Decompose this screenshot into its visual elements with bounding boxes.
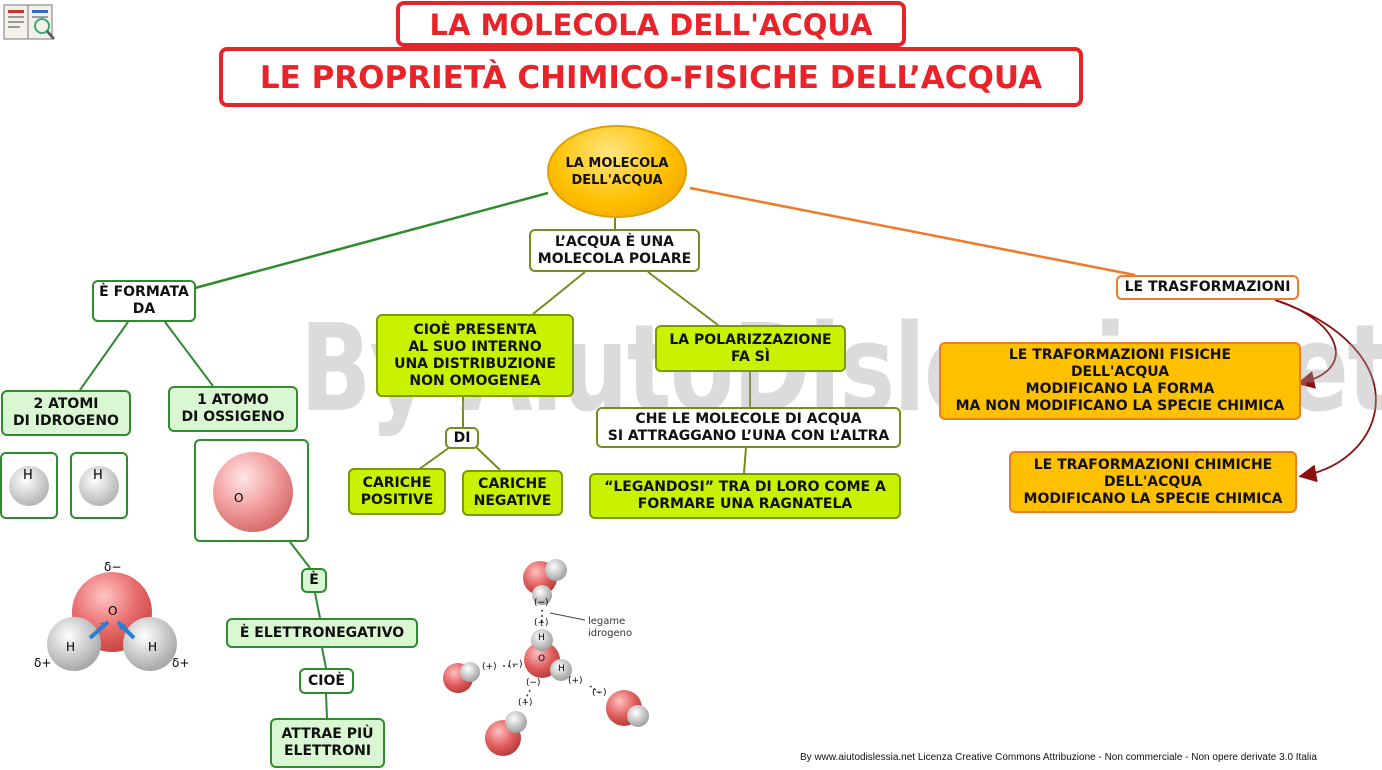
delta-plus-right-label: δ+ xyxy=(172,656,190,670)
node-trasformazioni[interactable]: LE TRASFORMAZIONI xyxy=(1116,275,1299,300)
center-h-label: H xyxy=(538,633,545,643)
node-molecola-polare[interactable]: L’ACQUA È UNA MOLECOLA POLARE xyxy=(529,229,700,272)
charge-minus-right: (−) xyxy=(592,688,607,698)
node-elettronegativo[interactable]: È ELETTRONEGATIVO xyxy=(226,618,418,648)
node-di[interactable]: DI xyxy=(445,427,479,449)
node-attraggano[interactable]: CHE LE MOLECOLE DI ACQUA SI ATTRAGGANO L… xyxy=(596,407,901,448)
node-distribuzione[interactable]: CIOÈ PRESENTA AL SUO INTERNO UNA DISTRIB… xyxy=(376,314,574,397)
oxygen-label: O xyxy=(108,604,118,618)
oxygen-atom-card: O xyxy=(194,439,309,542)
node-idrogeno[interactable]: 2 ATOMI DI IDROGENO xyxy=(1,390,131,436)
hydrogen-atom-card-1: H xyxy=(0,452,58,519)
node-attrae[interactable]: ATTRAE PIÙ ELETTRONI xyxy=(270,718,385,768)
hydrogen-atom-card-2: H xyxy=(70,452,128,519)
title-line-1: LA MOLECOLA DELL'ACQUA xyxy=(396,1,906,47)
central-node-label: LA MOLECOLA DELL'ACQUA xyxy=(565,155,669,188)
node-trasformazioni-chimiche[interactable]: LE TRAFORMAZIONI CHIMICHE DELL'ACQUA MOD… xyxy=(1009,451,1297,513)
title-line-2: LE PROPRIETÀ CHIMICO-FISICHE DELL’ACQUA xyxy=(219,47,1083,107)
node-formata-da[interactable]: È FORMATA DA xyxy=(92,280,196,322)
node-ossigeno[interactable]: 1 ATOMO DI OSSIGENO xyxy=(168,386,298,432)
legame-label: legame xyxy=(588,616,626,627)
hydrogen-label: H xyxy=(23,468,33,483)
book-logo-icon[interactable] xyxy=(2,2,58,44)
node-e[interactable]: È xyxy=(301,568,327,593)
oxygen-label: O xyxy=(234,491,244,505)
charge-plus-left: (+) xyxy=(482,662,497,672)
node-cioe[interactable]: CIOÈ xyxy=(299,668,354,694)
hydrogen-bond-network: (−) (+) legame idrogeno H O H (+) (−) (−… xyxy=(440,550,660,765)
hydrogen-label: H xyxy=(93,468,103,483)
delta-plus-left-label: δ+ xyxy=(34,656,52,670)
node-cariche-positive[interactable]: CARICHE POSITIVE xyxy=(348,468,446,515)
central-node[interactable]: LA MOLECOLA DELL'ACQUA xyxy=(547,125,687,218)
node-polarizzazione[interactable]: LA POLARIZZAZIONE FA SÌ xyxy=(655,325,846,372)
charge-plus-bottom: (+) xyxy=(518,698,533,708)
charge-minus-bottom: (−) xyxy=(526,678,541,688)
hydrogen-left-label: H xyxy=(66,640,76,654)
license-footer: By www.aiutodislessia.net Licenza Creati… xyxy=(800,752,1317,763)
node-trasformazioni-fisiche[interactable]: LE TRAFORMAZIONI FISICHE DELL'ACQUA MODI… xyxy=(939,342,1301,420)
delta-minus-label: δ− xyxy=(104,560,122,574)
hydrogen-right-label: H xyxy=(148,640,158,654)
charge-plus-top: (+) xyxy=(534,618,549,628)
center-h2-label: H xyxy=(558,664,565,674)
center-o-label: O xyxy=(538,654,546,664)
node-cariche-negative[interactable]: CARICHE NEGATIVE xyxy=(462,470,563,516)
charge-minus-top: (−) xyxy=(534,598,549,608)
idrogeno-label: idrogeno xyxy=(588,628,633,639)
charge-minus-left: (−) xyxy=(508,660,523,670)
charge-plus-right: (+) xyxy=(568,676,583,686)
node-legandosi[interactable]: “LEGANDOSI” TRA DI LORO COME A FORMARE U… xyxy=(589,473,901,519)
polar-water-molecule: δ− O H H δ+ δ+ xyxy=(30,560,200,680)
